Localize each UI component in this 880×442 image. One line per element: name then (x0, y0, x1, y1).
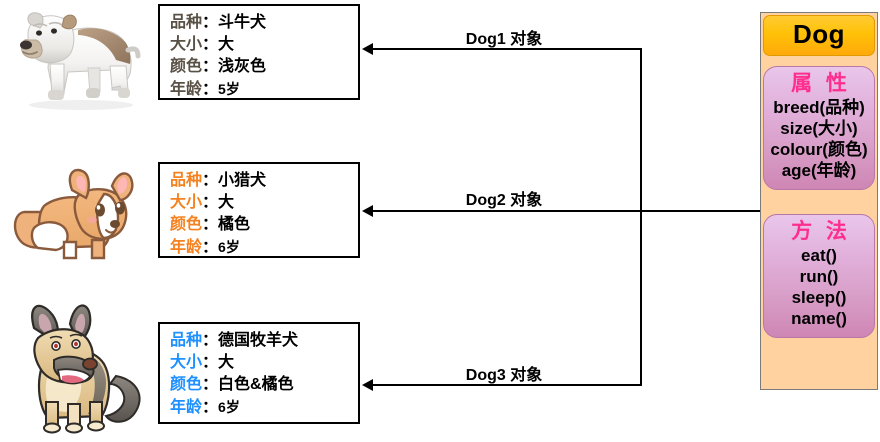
edge-label-dog1: Dog1 对象 (465, 31, 543, 48)
attr-separator: ： (202, 354, 219, 371)
attr-separator: ： (202, 14, 219, 31)
methods-title: 方 法 (791, 220, 851, 243)
connector-trunk-vertical (640, 48, 642, 384)
attr-value-age: 6岁 (218, 239, 240, 255)
object-row-breed: 品种：德国牧羊犬 (170, 330, 358, 352)
attr-value-colour: 白色&橘色 (218, 376, 294, 393)
class-name-header: Dog (763, 15, 875, 56)
attr-separator: ： (202, 399, 219, 416)
object-row-age: 年龄：6岁 (170, 236, 358, 259)
object-row-size: 大小：大 (170, 34, 358, 56)
attr-separator: ： (202, 81, 219, 98)
attr-key-age: 年龄 (170, 81, 203, 98)
bulldog-illustration (20, 12, 141, 110)
attr-value-breed: 德国牧羊犬 (218, 332, 299, 349)
object-row-colour: 颜色：白色&橘色 (170, 374, 358, 396)
object-row-size: 大小：大 (170, 352, 358, 374)
edge-label-dog3: Dog3 对象 (465, 367, 543, 384)
attr-separator: ： (202, 172, 219, 189)
object-box-dog3: 品种：德国牧羊犬 大小：大 颜色：白色&橘色 年龄：6岁 (158, 322, 360, 424)
attr-separator: ： (202, 58, 219, 75)
method-item: eat() (801, 246, 837, 265)
german-shepherd-illustration (31, 304, 141, 434)
object-row-breed: 品种：斗牛犬 (170, 12, 358, 34)
object-row-breed: 品种：小猎犬 (170, 170, 358, 192)
attr-separator: ： (202, 332, 219, 349)
attribute-item: size(大小) (780, 119, 858, 138)
object-row-colour: 颜色：橘色 (170, 214, 358, 236)
connector-line-dog3 (372, 384, 642, 386)
attr-separator: ： (202, 36, 219, 53)
corgi-illustration (13, 168, 134, 260)
method-item: run() (799, 267, 839, 286)
class-attributes-panel: 属 性 breed(品种) size(大小) colour(颜色) age(年龄… (763, 66, 875, 190)
attr-value-size: 大 (218, 354, 235, 371)
attr-key-size: 大小 (170, 354, 203, 371)
attr-key-colour: 颜色 (170, 58, 203, 75)
attr-key-colour: 颜色 (170, 216, 203, 233)
attr-value-colour: 橘色 (218, 216, 251, 233)
connector-line-dog1 (372, 48, 642, 50)
object-box-dog2: 品种：小猎犬 大小：大 颜色：橘色 年龄：6岁 (158, 162, 360, 258)
attr-separator: ： (202, 376, 219, 393)
attr-value-breed: 斗牛犬 (218, 14, 267, 31)
attr-separator: ： (202, 194, 219, 211)
attr-key-breed: 品种 (170, 172, 203, 189)
attr-separator: ： (202, 216, 219, 233)
object-row-size: 大小：大 (170, 192, 358, 214)
arrow-head-dog2 (362, 205, 373, 217)
arrow-head-dog1 (362, 43, 373, 55)
attr-key-size: 大小 (170, 194, 203, 211)
class-box-dog: Dog 属 性 breed(品种) size(大小) colour(颜色) ag… (760, 12, 878, 390)
attr-key-age: 年龄 (170, 239, 203, 256)
attr-value-size: 大 (218, 194, 235, 211)
attr-value-age: 6岁 (218, 399, 240, 415)
class-methods-panel: 方 法 eat() run() sleep() name() (763, 214, 875, 338)
attributes-title: 属 性 (791, 72, 851, 95)
attribute-item: breed(品种) (773, 98, 865, 117)
method-item: sleep() (791, 288, 847, 307)
attr-value-colour: 浅灰色 (218, 58, 267, 75)
edge-label-dog2: Dog2 对象 (465, 192, 543, 209)
connector-line-dog2 (372, 210, 760, 212)
attr-value-size: 大 (218, 36, 235, 53)
attr-key-breed: 品种 (170, 332, 203, 349)
attr-key-breed: 品种 (170, 14, 203, 31)
attr-key-colour: 颜色 (170, 376, 203, 393)
object-box-dog1: 品种：斗牛犬 大小：大 颜色：浅灰色 年龄：5岁 (158, 4, 360, 100)
arrow-head-dog3 (362, 379, 373, 391)
object-row-colour: 颜色：浅灰色 (170, 56, 358, 78)
attr-key-size: 大小 (170, 36, 203, 53)
attribute-item: colour(颜色) (770, 140, 868, 159)
attr-value-breed: 小猎犬 (218, 172, 267, 189)
object-row-age: 年龄：6岁 (170, 396, 358, 419)
attribute-item: age(年龄) (781, 161, 857, 180)
attr-value-age: 5岁 (218, 81, 240, 97)
attr-separator: ： (202, 239, 219, 256)
attr-key-age: 年龄 (170, 399, 203, 416)
method-item: name() (791, 309, 847, 328)
object-row-age: 年龄：5岁 (170, 78, 358, 101)
